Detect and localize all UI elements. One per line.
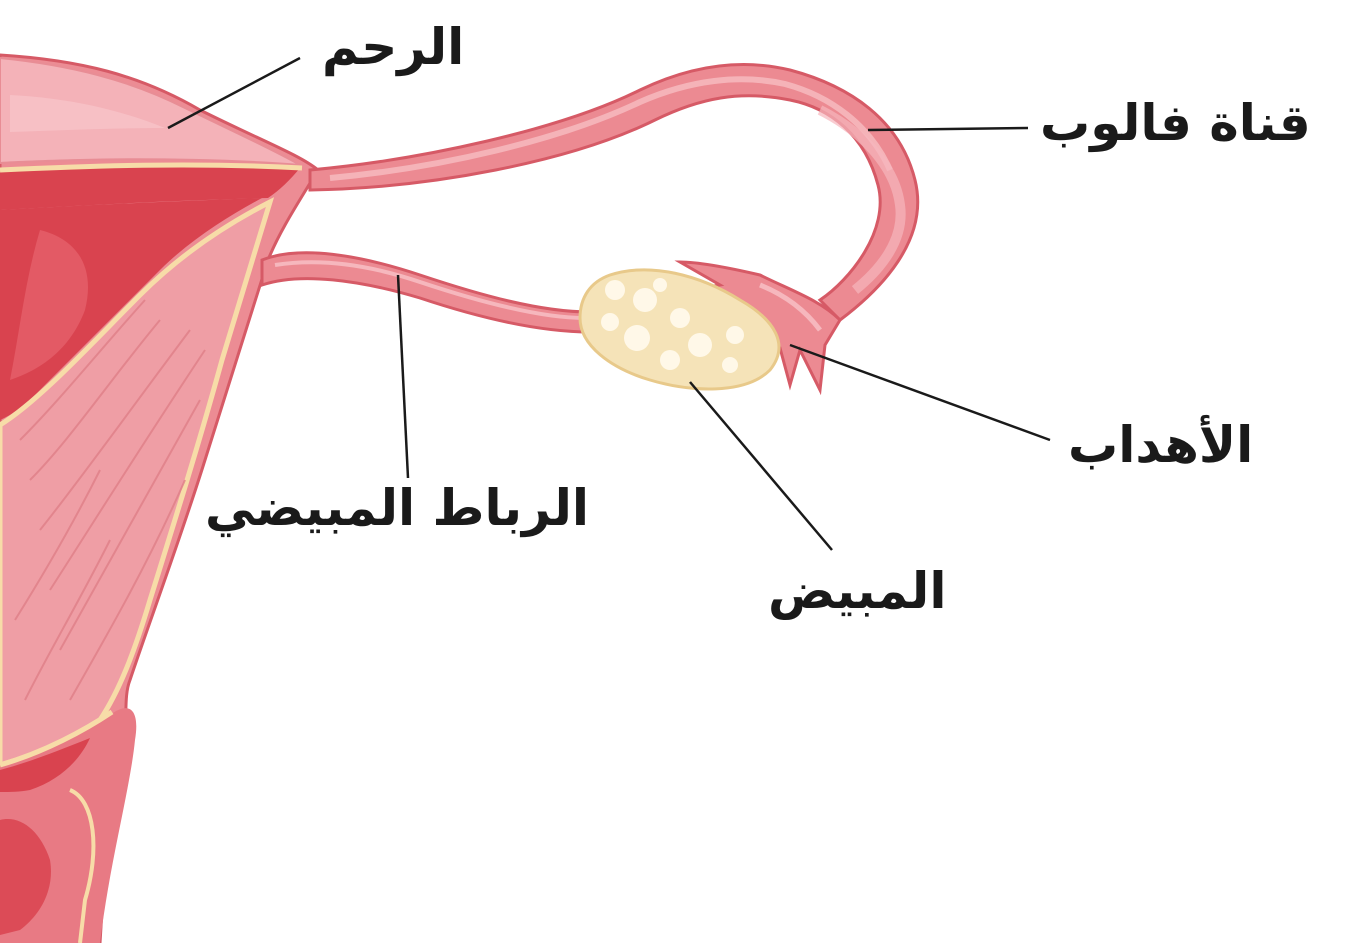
- label-ovary: المبيض: [768, 566, 946, 616]
- label-ovarian-ligament: الرباط المبيضي: [205, 483, 589, 533]
- leader-ovary: [690, 382, 832, 550]
- leader-fallopian-tube: [868, 128, 1028, 130]
- label-fimbriae: الأهداب: [1068, 420, 1253, 470]
- ovarian-ligament: [262, 253, 590, 332]
- leader-fimbriae: [790, 345, 1050, 440]
- leader-uterus: [168, 58, 300, 128]
- label-fallopian-tube: قناة فالوب: [1040, 98, 1311, 148]
- label-uterus: الرحم: [322, 22, 464, 72]
- leader-ovarian-ligament: [398, 275, 408, 478]
